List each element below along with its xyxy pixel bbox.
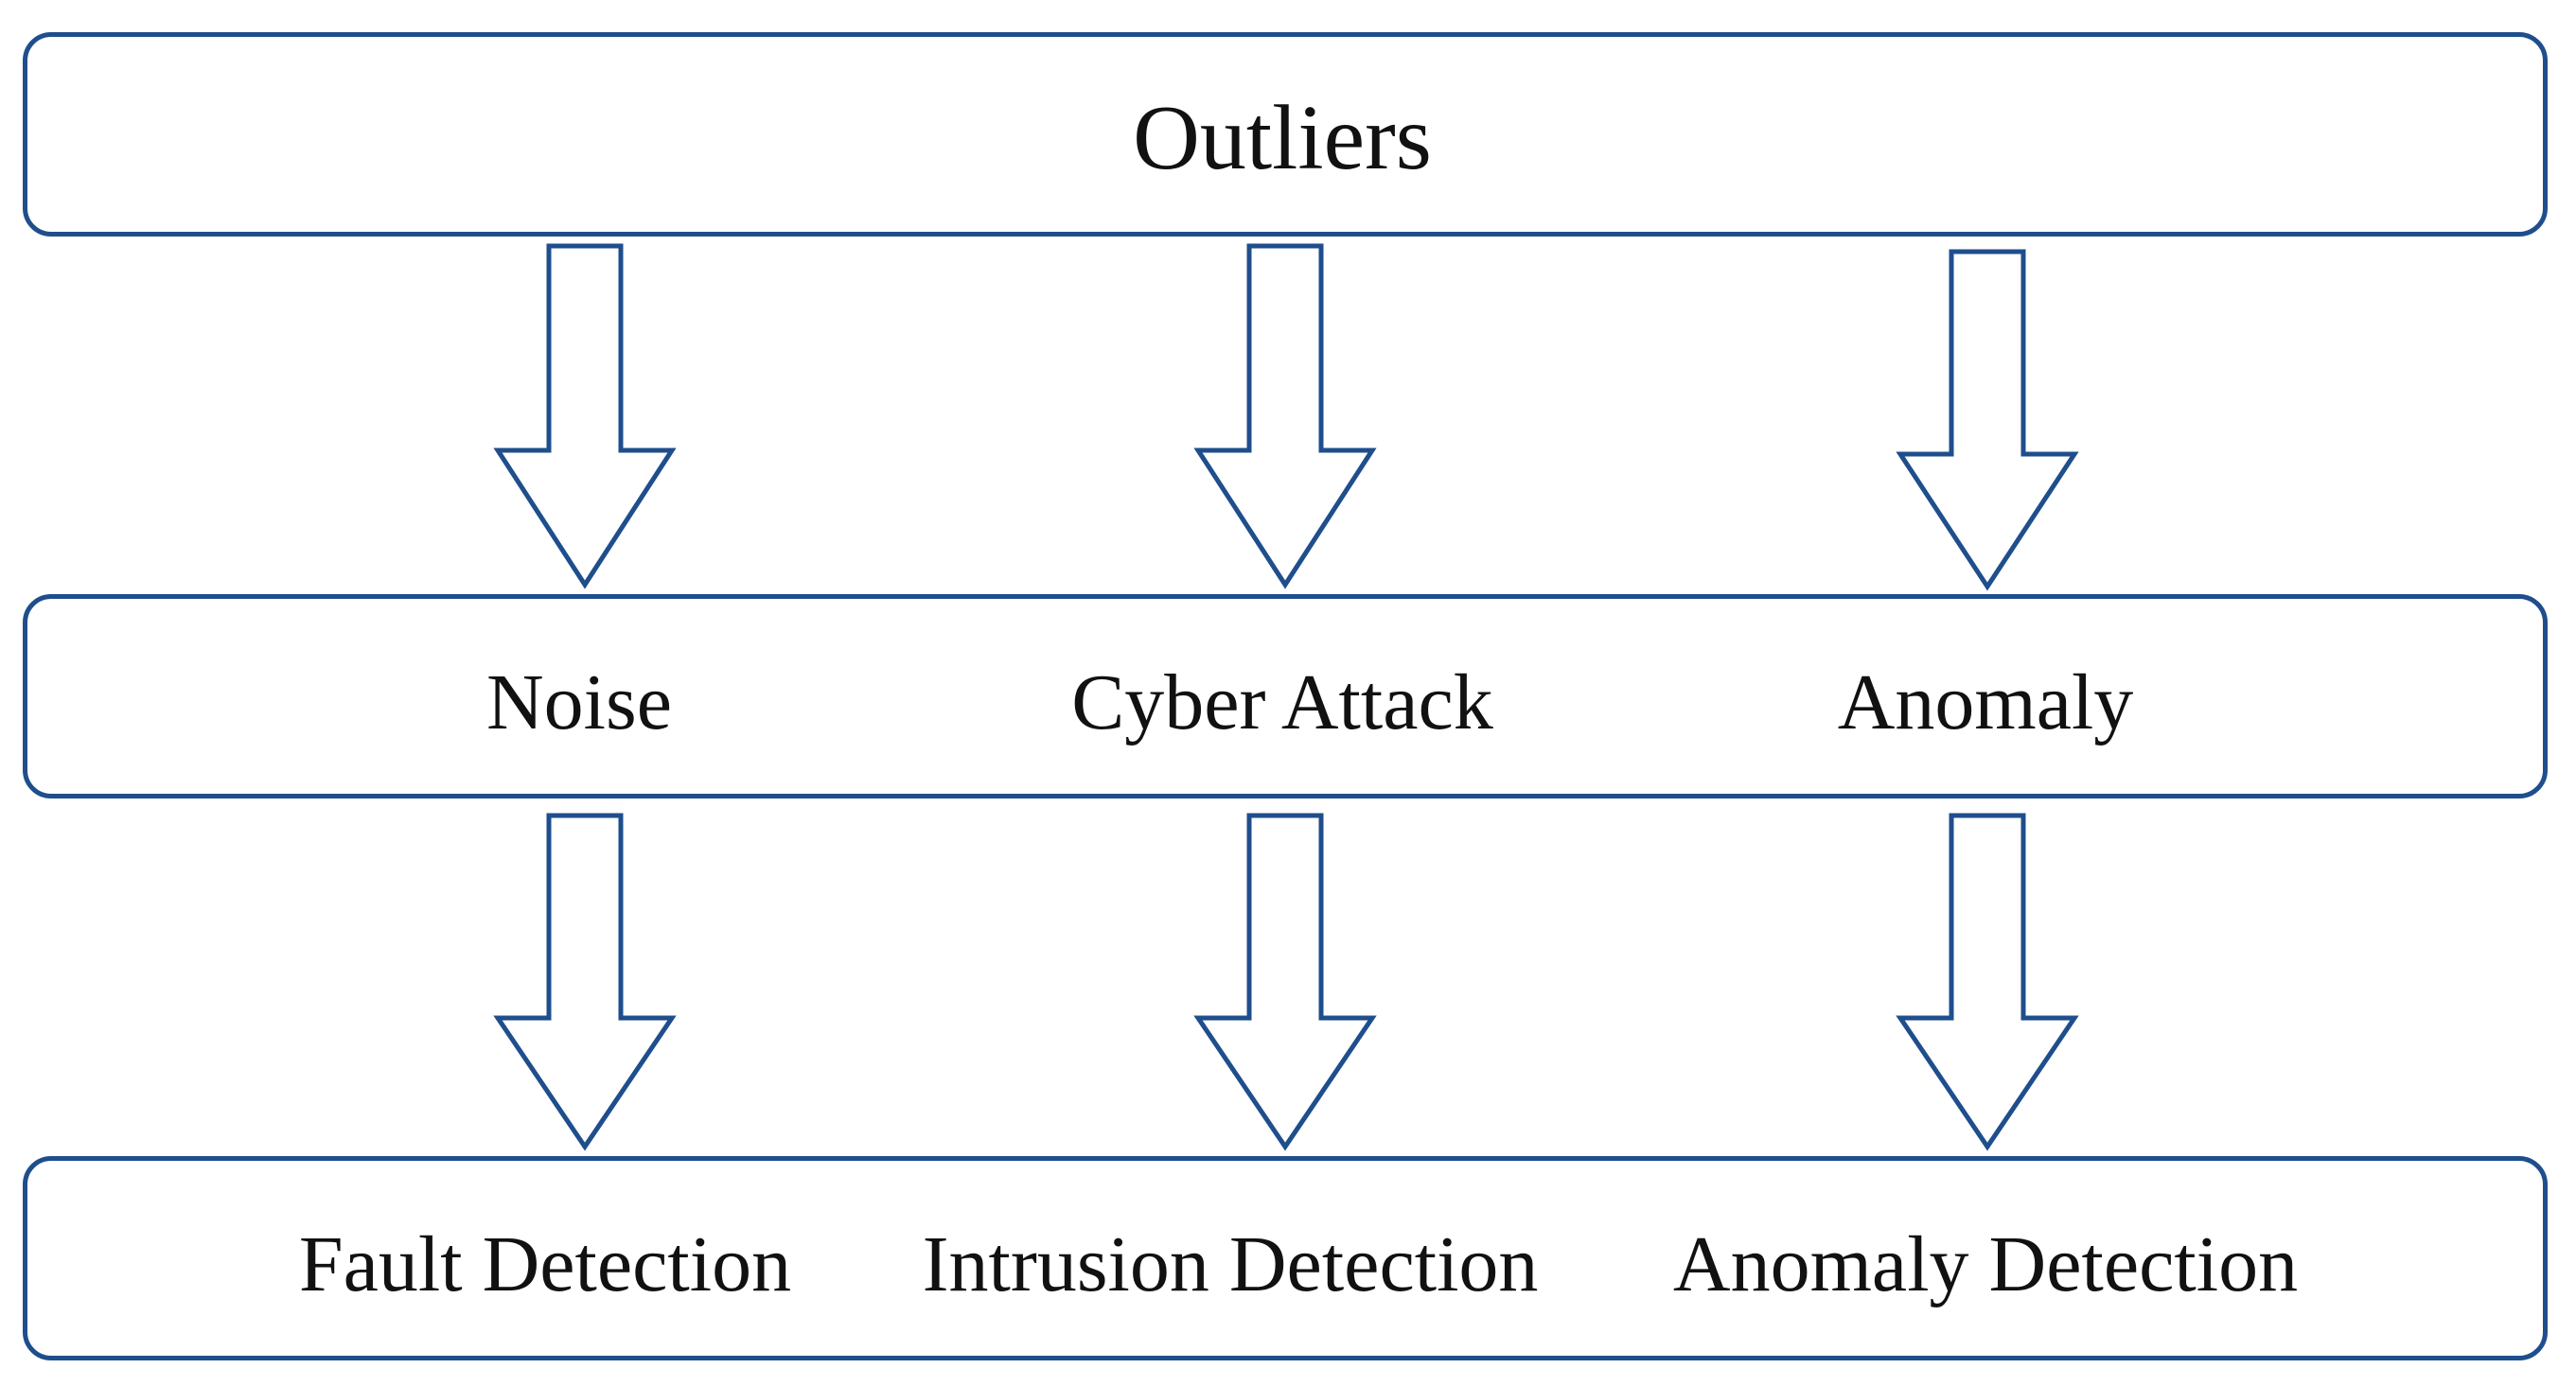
noise-label: Noise [486, 658, 672, 746]
anomaly-label: Anomaly [1837, 658, 2134, 746]
cyber-attack-label: Cyber Attack [1071, 658, 1493, 746]
fault-detection-label: Fault Detection [298, 1220, 792, 1308]
outlier-types-box [23, 594, 2548, 798]
detection-types-box [23, 1156, 2548, 1360]
intrusion-detection-label: Intrusion Detection [922, 1220, 1539, 1308]
arrow-anomaly-to-anomaly-detection [1896, 813, 2079, 1151]
arrow-outliers-to-anomaly [1896, 249, 2079, 591]
arrow-cyber-attack-to-intrusion-detection [1193, 813, 1377, 1151]
arrow-noise-to-fault-detection [493, 813, 677, 1151]
outliers-box [23, 32, 2548, 237]
arrow-outliers-to-noise [493, 243, 677, 589]
anomaly-detection-label: Anomaly Detection [1672, 1220, 2299, 1308]
arrow-outliers-to-cyber-attack [1193, 243, 1377, 589]
outliers-label: Outliers [1133, 87, 1432, 189]
